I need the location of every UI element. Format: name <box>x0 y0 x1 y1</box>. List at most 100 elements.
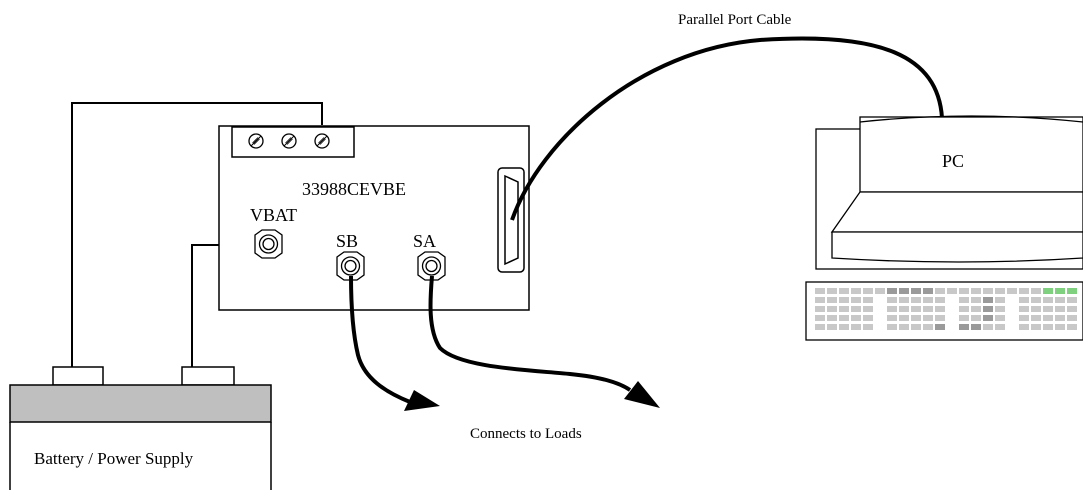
keyboard-key <box>875 288 885 294</box>
pc-keyboard <box>805 281 1083 341</box>
keyboard-key <box>863 288 873 294</box>
pc-base-slope <box>830 191 1083 233</box>
keyboard-key <box>935 306 945 312</box>
keyboard-key <box>983 324 993 330</box>
keyboard-key <box>1055 324 1065 330</box>
keyboard-key <box>1019 315 1029 321</box>
keyboard-key <box>863 306 873 312</box>
terminal-screw-1 <box>248 133 264 149</box>
keyboard-key <box>971 288 981 294</box>
keyboard-key <box>863 297 873 303</box>
keyboard-key <box>851 315 861 321</box>
keyboard-key <box>911 297 921 303</box>
keyboard-key <box>1043 324 1053 330</box>
keyboard-key <box>1067 288 1077 294</box>
keyboard-key <box>851 306 861 312</box>
keyboard-key <box>1043 306 1053 312</box>
keyboard-key <box>971 315 981 321</box>
keyboard-key <box>887 315 897 321</box>
keyboard-key <box>815 315 825 321</box>
sa-load-wire <box>428 275 632 392</box>
keyboard-key <box>899 297 909 303</box>
battery-label: Battery / Power Supply <box>34 449 194 468</box>
terminal-screw-2 <box>281 133 297 149</box>
keyboard-key <box>815 306 825 312</box>
evaluation-board: 33988CEVBE VBAT SB SA <box>218 125 530 311</box>
keyboard-keys <box>815 288 1077 330</box>
keyboard-key <box>935 315 945 321</box>
keyboard-key <box>959 297 969 303</box>
keyboard-key <box>839 306 849 312</box>
sa-binding-post <box>417 251 446 281</box>
keyboard-key <box>899 324 909 330</box>
battery-power-supply: Battery / Power Supply <box>9 366 272 490</box>
sa-load-arrow <box>624 381 660 408</box>
keyboard-key <box>935 297 945 303</box>
keyboard-key <box>1031 297 1041 303</box>
pc-computer: PC <box>805 115 1083 341</box>
pc-monitor-screen <box>859 116 1083 193</box>
keyboard-key <box>887 324 897 330</box>
keyboard-key <box>935 324 945 330</box>
keyboard-key <box>983 315 993 321</box>
keyboard-key <box>1055 288 1065 294</box>
keyboard-key <box>995 324 1005 330</box>
keyboard-key <box>851 324 861 330</box>
battery-terminal-positive <box>181 366 235 386</box>
keyboard-key <box>1067 315 1077 321</box>
keyboard-key <box>1043 315 1053 321</box>
loads-label: Connects to Loads <box>470 426 582 442</box>
pc-label: PC <box>942 151 964 171</box>
keyboard-key <box>983 306 993 312</box>
keyboard-key <box>923 315 933 321</box>
keyboard-key <box>815 324 825 330</box>
keyboard-key <box>1067 297 1077 303</box>
keyboard-key <box>887 297 897 303</box>
keyboard-key <box>863 324 873 330</box>
battery-terminal-negative <box>52 366 104 386</box>
keyboard-key <box>851 297 861 303</box>
keyboard-key <box>983 288 993 294</box>
keyboard-key <box>899 315 909 321</box>
keyboard-key <box>839 297 849 303</box>
keyboard-key <box>995 288 1005 294</box>
keyboard-key <box>827 315 837 321</box>
keyboard-key <box>899 288 909 294</box>
keyboard-key <box>923 324 933 330</box>
keyboard-key <box>1043 288 1053 294</box>
keyboard-key <box>827 324 837 330</box>
keyboard-key <box>1019 306 1029 312</box>
keyboard-key <box>959 306 969 312</box>
pc-monitor-top-curve <box>859 115 1083 123</box>
keyboard-key <box>839 288 849 294</box>
sb-label: SB <box>336 231 358 251</box>
keyboard-key <box>839 315 849 321</box>
keyboard-key <box>959 324 969 330</box>
keyboard-key <box>995 297 1005 303</box>
keyboard-key <box>1019 297 1029 303</box>
keyboard-key <box>923 306 933 312</box>
keyboard-key <box>1007 288 1017 294</box>
keyboard-key <box>1019 324 1029 330</box>
keyboard-key <box>1031 315 1041 321</box>
keyboard-key <box>923 297 933 303</box>
keyboard-key <box>935 288 945 294</box>
keyboard-key <box>851 288 861 294</box>
sb-load-arrow <box>404 390 440 411</box>
sb-load-wire <box>349 275 411 404</box>
keyboard-key <box>887 288 897 294</box>
keyboard-key <box>839 324 849 330</box>
keyboard-key <box>971 297 981 303</box>
keyboard-key <box>863 315 873 321</box>
keyboard-key <box>815 288 825 294</box>
keyboard-key <box>911 324 921 330</box>
keyboard-key <box>1031 306 1041 312</box>
parallel-port-cable <box>510 36 944 221</box>
ground-wire <box>71 102 323 368</box>
keyboard-key <box>911 306 921 312</box>
keyboard-key <box>983 297 993 303</box>
keyboard-key <box>1055 297 1065 303</box>
keyboard-key <box>1031 324 1041 330</box>
keyboard-key <box>959 315 969 321</box>
keyboard-key <box>959 288 969 294</box>
